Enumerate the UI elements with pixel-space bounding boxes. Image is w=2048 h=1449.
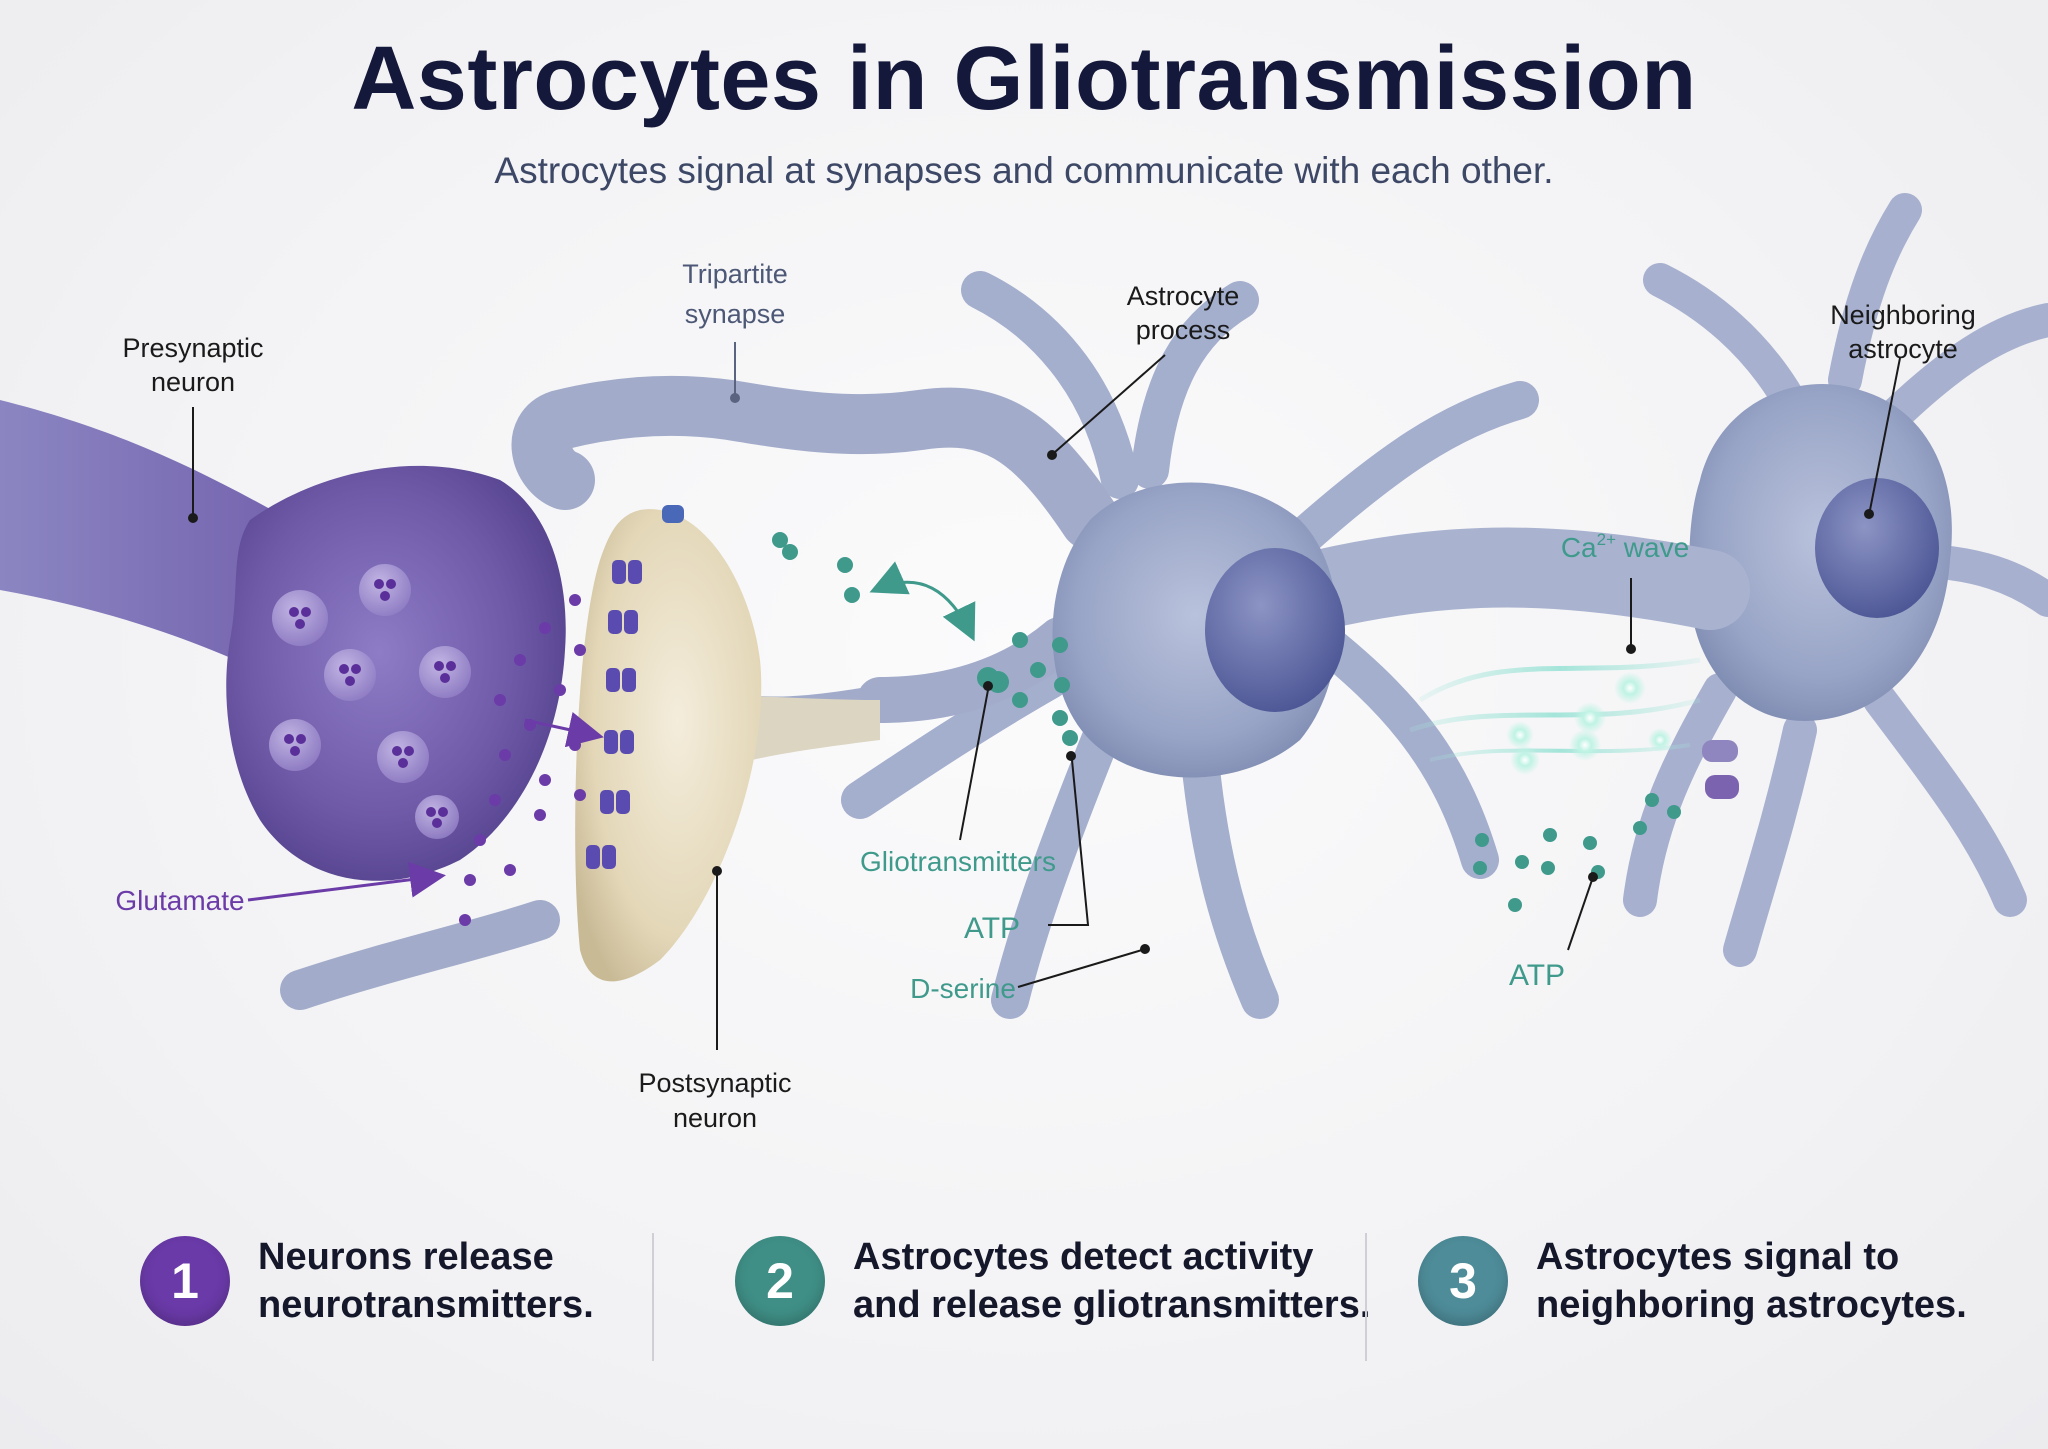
astrocyte [280,271,1750,1019]
postsynaptic-label-line2: neuron [673,1103,757,1133]
astrocyte-process-label-line1: Astrocyte [1127,281,1240,311]
astrocyte-process-label-line2: process [1136,315,1231,345]
neighbor-nucleus [1815,478,1939,618]
neighboring-label-line2: astrocyte [1848,334,1958,364]
presynaptic-label-line1: Presynaptic [122,333,263,363]
step-divider-2 [1365,1233,1367,1361]
step-3: 3 Astrocytes signal to neighboring astro… [1418,1233,1967,1329]
dserine-label: D-serine [910,973,1016,1004]
astrocyte-nucleus [1205,548,1345,712]
glutamate-arrow [247,861,446,902]
tripartite-label-line2: synapse [685,299,786,329]
atp-neighbor-label: ATP [1509,959,1565,992]
glutamate-label: Glutamate [115,885,244,916]
gliotransmitters-label: Gliotransmitters [860,846,1056,877]
postsynaptic-label-line1: Postsynaptic [638,1068,791,1098]
synaptic-vesicles [269,564,471,839]
step-divider-1 [652,1233,654,1361]
calcium-wave [1409,657,1739,799]
step-1-number: 1 [140,1236,230,1326]
presynaptic-label-line2: neuron [151,367,235,397]
presynaptic-neuron [0,400,566,881]
page-title: Astrocytes in Gliotransmission [351,29,1697,129]
step-1: 1 Neurons release neurotransmitters. [140,1233,594,1329]
atp-label: ATP [964,912,1020,945]
neighboring-astrocyte [1623,193,2048,967]
step-2-number: 2 [735,1236,825,1326]
steps-panel: 1 Neurons release neurotransmitters. 2 A… [0,1205,2048,1385]
step-1-text: Neurons release neurotransmitters. [258,1236,594,1326]
tripartite-label-line1: Tripartite [682,259,788,289]
neighboring-label-line1: Neighboring [1830,300,1976,330]
gliotransmission-illustration: Presynaptic neuron Tripartite synapse As… [0,193,2048,1133]
step-2-text: Astrocytes detect activity and release g… [853,1236,1371,1326]
ca-wave-label: Ca2+ wave [1561,530,1689,563]
step-2: 2 Astrocytes detect activity and release… [735,1233,1370,1329]
glutamate-particles [459,594,604,926]
step-3-number: 3 [1418,1236,1508,1326]
page-subtitle: Astrocytes signal at synapses and commun… [494,150,1554,191]
callout-lines [188,342,1901,1050]
postsynaptic-neuron [575,505,880,982]
step-3-text: Astrocytes signal to neighboring astrocy… [1536,1236,1967,1326]
